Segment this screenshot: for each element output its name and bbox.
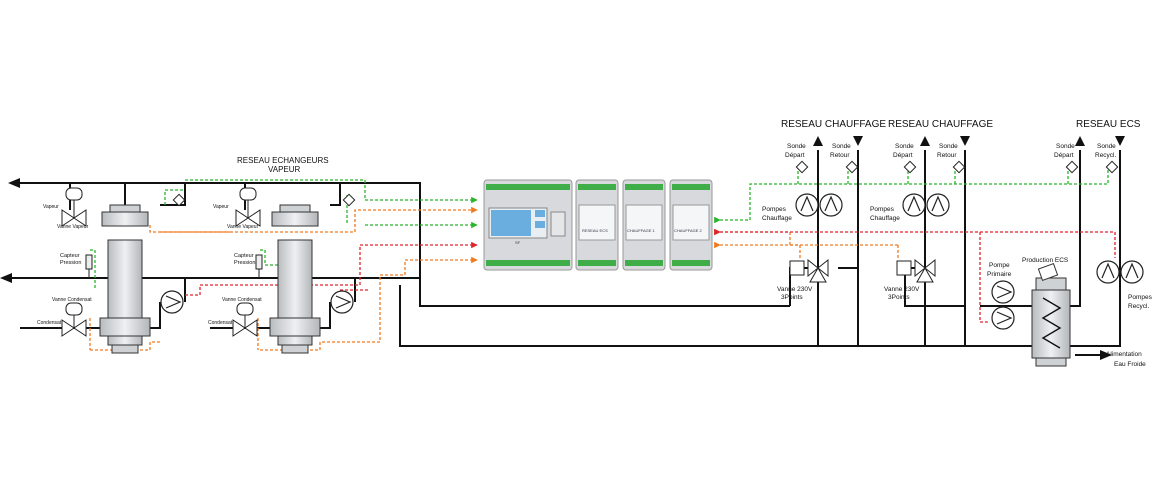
ecs-tank bbox=[1031, 262, 1071, 367]
label-retour-2: Retour bbox=[937, 152, 957, 159]
module-chauffage-1-title: CHAUFFAGE 1 bbox=[627, 228, 656, 233]
label-vanne-condensat-1: Vanne Condensat bbox=[52, 297, 92, 303]
three-way-valve-2 bbox=[896, 258, 936, 283]
label-vanne-vapeur-2: Vanne Vapeur bbox=[227, 224, 259, 230]
label-alimentation: Alimentation bbox=[1106, 351, 1142, 358]
primary-pumps bbox=[991, 280, 1015, 330]
label-reseau-echangeurs: RESEAU ECHANGEURS bbox=[237, 156, 329, 165]
label-eau-froide: Eau Froide bbox=[1114, 361, 1146, 368]
label-sonde-5: Sonde bbox=[1056, 143, 1075, 150]
label-reseau-ecs: RESEAU ECS bbox=[1076, 119, 1141, 130]
label-reseau-chauffage-2: RESEAU CHAUFFAGE bbox=[888, 119, 993, 130]
recycle-pumps bbox=[1096, 260, 1144, 284]
label-capteur-2: Capteur bbox=[234, 253, 254, 259]
label-chauffage-2: Chauffage bbox=[870, 215, 900, 222]
condensate-pump-1 bbox=[160, 290, 184, 314]
label-vapeur-1: Vapeur bbox=[43, 204, 59, 210]
main-pipes bbox=[8, 150, 1121, 356]
labels: RESEAU ECHANGEURS VAPEUR Vapeur Vanne Va… bbox=[37, 119, 1153, 368]
label-capteur-1: Capteur bbox=[60, 253, 80, 259]
label-sonde-2: Sonde bbox=[832, 143, 851, 150]
heating-pumps-2 bbox=[902, 193, 950, 217]
label-vapeur-2: Vapeur bbox=[213, 204, 229, 210]
label-pompes-chauffage-1: Pompes bbox=[762, 206, 787, 213]
label-vapeur-header: VAPEUR bbox=[268, 165, 301, 174]
label-reseau-chauffage-1: RESEAU CHAUFFAGE bbox=[781, 119, 886, 130]
exchanger-2 bbox=[269, 204, 321, 354]
module-chauffage-2-title: CHAUFFAGE 2 bbox=[674, 228, 703, 233]
steam-valve-2 bbox=[235, 187, 261, 227]
label-pression-2: Pression bbox=[234, 260, 255, 266]
steam-valve-1 bbox=[61, 187, 87, 227]
pressure-sensor-1 bbox=[85, 254, 93, 278]
label-condensat-1: Condensat bbox=[37, 320, 62, 326]
label-pression-1: Pression bbox=[60, 260, 81, 266]
heating-pumps-1 bbox=[795, 193, 843, 217]
three-way-valve-1 bbox=[789, 258, 829, 283]
label-chauffage-1: Chauffage bbox=[762, 215, 792, 222]
pressure-sensor-2 bbox=[255, 254, 263, 278]
label-depart-3: Départ bbox=[1054, 152, 1074, 159]
main-module-brand: SF bbox=[515, 240, 521, 245]
condensate-valve-1 bbox=[61, 302, 87, 337]
label-pompes-recycl: Pompes bbox=[1128, 294, 1153, 301]
label-3points-1: 3Points bbox=[781, 294, 803, 301]
label-vanne230-2: Vanne 230V bbox=[884, 286, 920, 293]
label-condensat-2: Condensat bbox=[208, 320, 233, 326]
label-depart-1: Départ bbox=[785, 152, 805, 159]
label-production-ecs: Production ECS bbox=[1022, 257, 1069, 264]
label-sonde-4: Sonde bbox=[939, 143, 958, 150]
label-pompe-primaire: Pompe bbox=[989, 262, 1010, 269]
header-valves bbox=[172, 193, 356, 207]
label-retour-1: Retour bbox=[830, 152, 850, 159]
pipe-arrowheads bbox=[0, 136, 1125, 360]
controller-module-chauffage-2: CHAUFFAGE 2 bbox=[669, 179, 713, 271]
condensate-pump-2 bbox=[330, 290, 354, 314]
exchanger-1 bbox=[99, 204, 151, 354]
label-primaire: Primaire bbox=[987, 271, 1012, 278]
controller-main: SF bbox=[483, 179, 573, 271]
label-recycl-sonde: Recycl. bbox=[1095, 152, 1117, 159]
controller-module-ecs: RESEAU ECS bbox=[575, 179, 619, 271]
label-sonde-3: Sonde bbox=[895, 143, 914, 150]
label-3points-2: 3Points bbox=[888, 294, 910, 301]
label-vanne230-1: Vanne 230V bbox=[777, 286, 813, 293]
label-recycl-pompes: Recycl. bbox=[1128, 303, 1150, 310]
label-vanne-condensat-2: Vanne Condensat bbox=[222, 297, 262, 303]
module-ecs-title: RESEAU ECS bbox=[582, 228, 608, 233]
controller-module-chauffage-1: CHAUFFAGE 1 bbox=[622, 179, 666, 271]
condensate-valve-2 bbox=[232, 302, 258, 337]
temperature-sensors bbox=[795, 160, 1119, 174]
label-sonde-6: Sonde bbox=[1097, 143, 1116, 150]
label-pompes-chauffage-2: Pompes bbox=[870, 206, 895, 213]
label-depart-2: Départ bbox=[893, 152, 913, 159]
signal-lines bbox=[89, 168, 1116, 351]
label-sonde-1: Sonde bbox=[787, 143, 806, 150]
label-vanne-vapeur-1: Vanne Vapeur bbox=[57, 224, 89, 230]
